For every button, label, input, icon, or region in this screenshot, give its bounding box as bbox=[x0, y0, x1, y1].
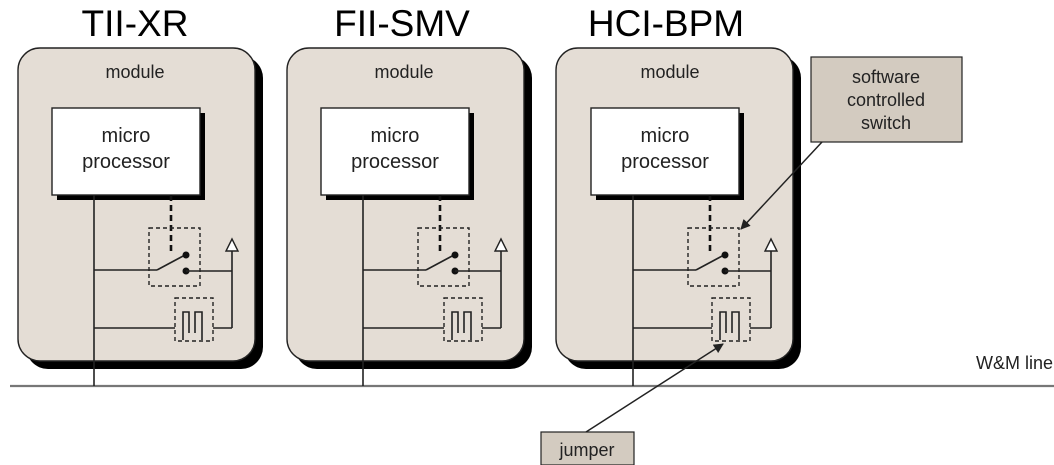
module-box bbox=[286, 47, 525, 362]
microprocessor-label-line1: micro bbox=[641, 125, 690, 147]
switch-box bbox=[417, 227, 470, 287]
module-title: FII-SMV bbox=[334, 3, 470, 44]
callout-box bbox=[810, 56, 963, 143]
microprocessor-label-line2: processor bbox=[351, 151, 439, 173]
switch-lever bbox=[425, 254, 455, 271]
module-label: module bbox=[640, 62, 699, 82]
module-label: module bbox=[374, 62, 433, 82]
microprocessor-label-line2: processor bbox=[621, 151, 709, 173]
callout-line2: controlled bbox=[847, 90, 925, 110]
module-label: module bbox=[105, 62, 164, 82]
module-title: TII-XR bbox=[82, 3, 189, 44]
callout-arrow bbox=[740, 141, 823, 230]
switch-box bbox=[148, 227, 201, 287]
microprocessor-box bbox=[590, 107, 740, 196]
jumper-symbol bbox=[451, 311, 472, 340]
callout-line1: software bbox=[852, 67, 920, 87]
jumper-box bbox=[711, 297, 751, 342]
callout-software-switch: software controlled switch bbox=[740, 56, 963, 230]
jumper-box bbox=[174, 297, 214, 342]
microprocessor-box bbox=[51, 107, 201, 196]
microprocessor-label-line1: micro bbox=[371, 125, 420, 147]
module-box bbox=[17, 47, 256, 362]
module-hci-bpm: HCI-BPM module micro processor bbox=[555, 3, 801, 386]
microprocessor-box bbox=[320, 107, 470, 196]
switch-contact-upper bbox=[721, 251, 729, 259]
jumper-symbol bbox=[182, 311, 203, 340]
jumper-box bbox=[443, 297, 483, 342]
jumper-symbol bbox=[719, 311, 740, 340]
module-tii-xr: TII-XR module micro processor bbox=[17, 3, 263, 386]
switch-box bbox=[687, 227, 740, 287]
callout-jumper-label: jumper bbox=[558, 440, 614, 460]
callout-box bbox=[540, 431, 635, 465]
switch-contact-upper bbox=[182, 251, 190, 259]
callout-jumper: jumper bbox=[540, 343, 724, 465]
callout-line3: switch bbox=[861, 113, 911, 133]
module-title: HCI-BPM bbox=[588, 3, 744, 44]
switch-contact-upper bbox=[451, 251, 459, 259]
callout-arrow bbox=[585, 343, 724, 433]
switch-lever bbox=[695, 254, 725, 271]
bus-label: W&M line bbox=[976, 353, 1053, 373]
microprocessor-label-line1: micro bbox=[102, 125, 151, 147]
switch-lever bbox=[156, 254, 186, 271]
microprocessor-label-line2: processor bbox=[82, 151, 170, 173]
module-box bbox=[555, 47, 794, 362]
module-fii-smv: FII-SMV module micro processor bbox=[286, 3, 532, 386]
